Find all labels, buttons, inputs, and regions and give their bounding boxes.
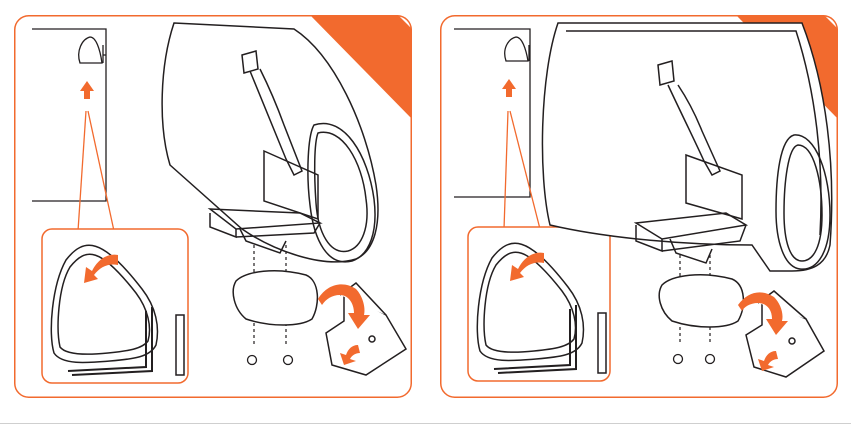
mounting-plate-icon [233,271,317,325]
panel-right-illustration [440,15,838,398]
mounting-plate-icon [659,275,743,327]
panel-left-illustration [14,15,412,398]
instruction-panel-left [14,15,412,398]
page-baseline [0,423,851,424]
instruction-panel-right [440,15,838,398]
